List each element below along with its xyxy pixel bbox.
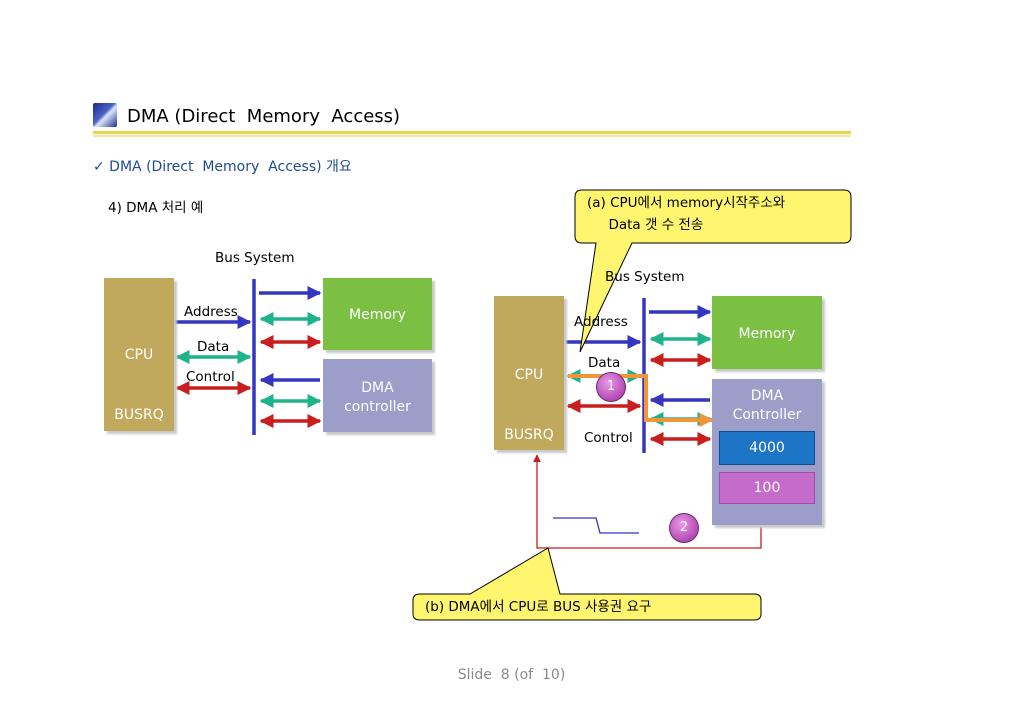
title-divider-light bbox=[93, 135, 851, 137]
step-1-badge: 1 bbox=[596, 372, 626, 402]
left-control-label: Control bbox=[186, 369, 235, 385]
left-data-label: Data bbox=[197, 339, 230, 355]
left-cpu-label: CPU bbox=[124, 347, 154, 363]
cpu-to-dma-path bbox=[568, 374, 714, 427]
logo-icon bbox=[93, 103, 117, 127]
right-memory-box: Memory bbox=[712, 296, 822, 369]
right-address-label: Address bbox=[574, 314, 628, 330]
right-bus-system-label: Bus System bbox=[605, 269, 685, 285]
page-title: DMA (Direct Memory Access) bbox=[127, 106, 401, 127]
right-control-label: Control bbox=[584, 430, 633, 446]
subtitle: ✓ DMA (Direct Memory Access) 개요 bbox=[93, 159, 352, 175]
left-dma-box: DMA controller bbox=[323, 359, 432, 432]
right-memory-label: Memory bbox=[738, 326, 796, 342]
right-cpu-box: CPU BUSRQ bbox=[494, 296, 564, 450]
title-divider bbox=[93, 131, 851, 134]
right-dma-label: DMA Controller bbox=[732, 388, 802, 423]
callout-b-shape bbox=[412, 547, 762, 621]
callout-a-shape bbox=[574, 189, 852, 353]
callout-b-text: (b) DMA에서 CPU로 BUS 사용권 요구 bbox=[425, 599, 652, 615]
busrq-request-line bbox=[533, 454, 762, 549]
left-memory-label: Memory bbox=[349, 307, 406, 323]
step-2-badge: 2 bbox=[669, 513, 699, 543]
left-bus-system-label: Bus System bbox=[215, 250, 295, 266]
left-memory-box: Memory bbox=[323, 278, 432, 350]
busrq-waveform bbox=[553, 517, 639, 534]
slide-counter: Slide 8 (of 10) bbox=[457, 667, 566, 683]
dma-count-register: 100 bbox=[719, 472, 815, 504]
dma-address-register: 4000 bbox=[719, 431, 815, 465]
right-cpu-label: CPU bbox=[514, 367, 544, 383]
left-cpu-box: CPU BUSRQ bbox=[104, 278, 174, 431]
left-dma-label: DMA controller bbox=[344, 380, 411, 415]
left-busrq-label: BUSRQ bbox=[114, 407, 164, 423]
section-heading: 4) DMA 처리 예 bbox=[108, 200, 204, 216]
right-data-label: Data bbox=[588, 355, 621, 371]
right-busrq-label: BUSRQ bbox=[504, 427, 554, 443]
left-address-label: Address bbox=[184, 304, 238, 320]
callout-a-text: (a) CPU에서 memory시작주소와 Data 갯 수 전송 bbox=[587, 195, 786, 233]
